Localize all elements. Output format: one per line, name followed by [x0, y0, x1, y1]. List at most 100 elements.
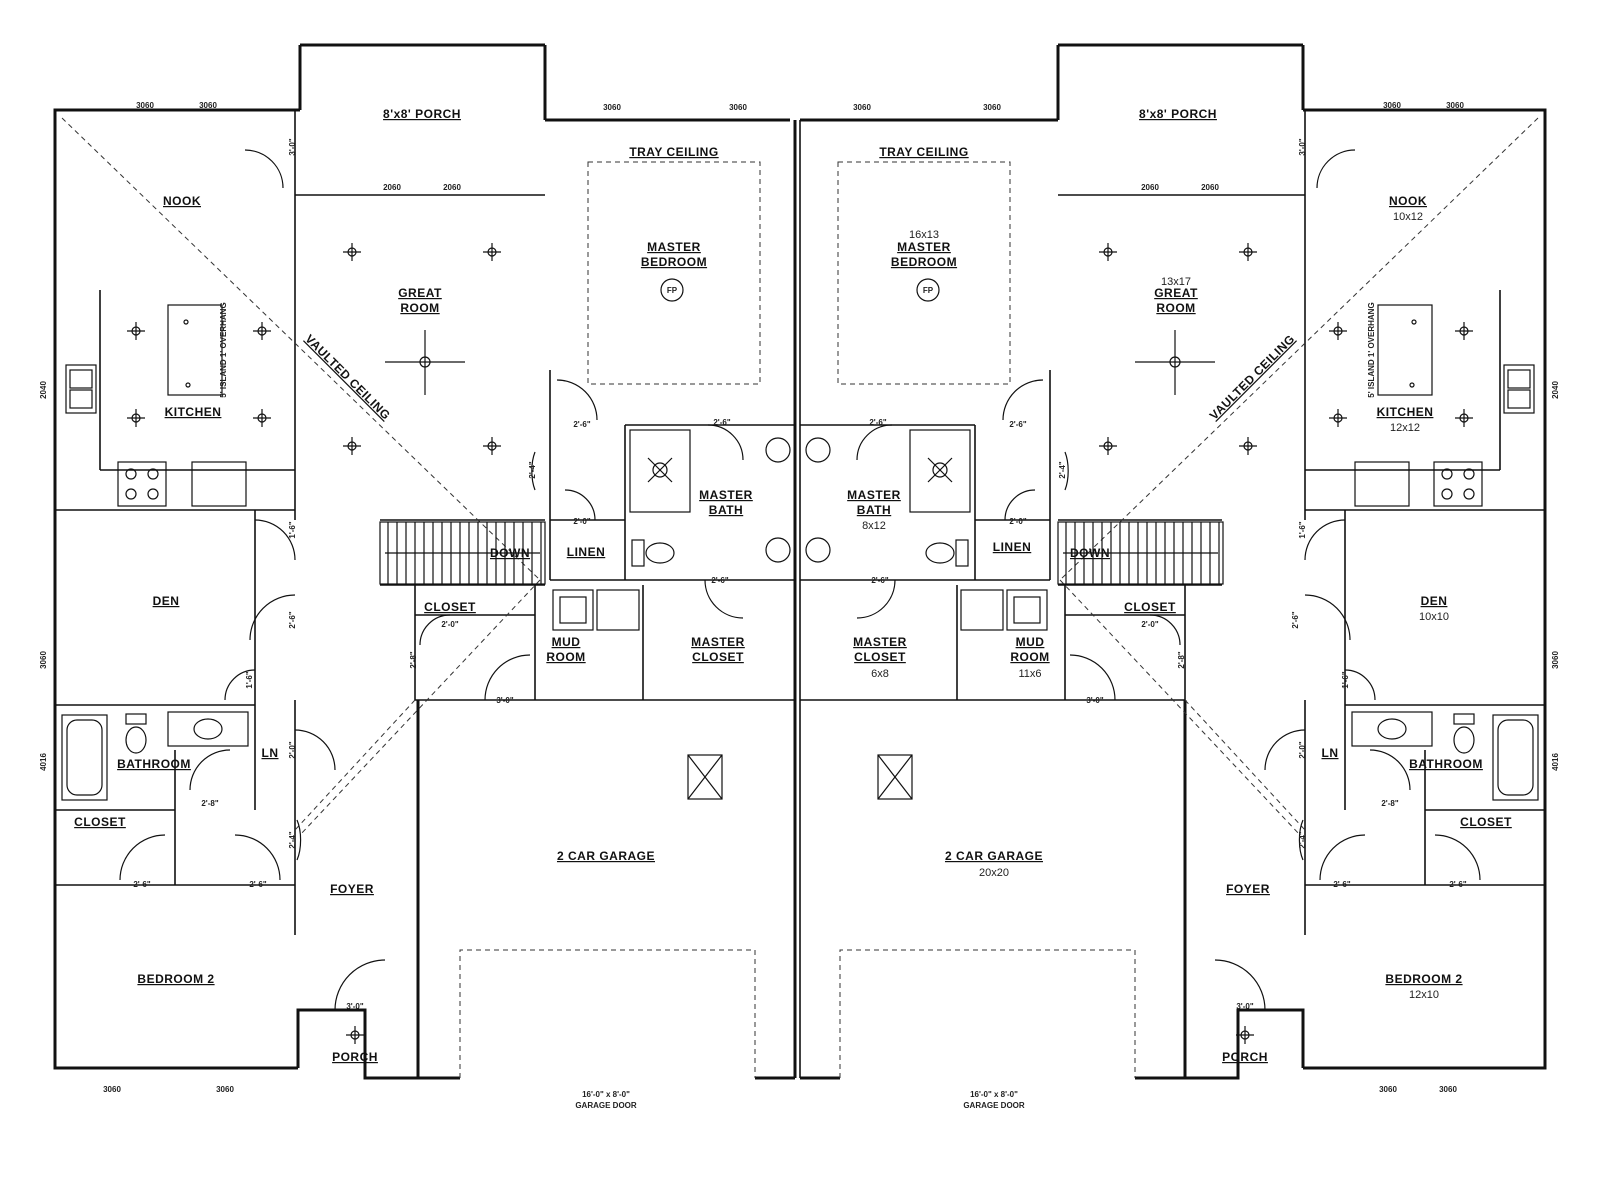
master-closet-label-1: MASTER — [691, 635, 745, 649]
island-left — [167, 304, 223, 396]
svg-text:3060: 3060 — [103, 1085, 121, 1094]
door-tags: 2'-6" 2'-6" 2'-0" 2'-6" 2'-0" 3'-0" 2'-8… — [133, 138, 1466, 1011]
svg-text:3060: 3060 — [729, 103, 747, 112]
light-icon — [1099, 243, 1117, 261]
garage-size: 20x20 — [979, 867, 1009, 879]
attic-hatch-left — [687, 754, 723, 800]
fireplace-left: FP — [660, 278, 684, 302]
great-room-label-2: ROOM — [400, 301, 439, 315]
master-bedroom-label-2: BEDROOM — [641, 255, 707, 269]
refrigerator-left — [191, 461, 247, 507]
mud-room-label-1: MUD — [552, 635, 581, 649]
svg-text:2'-6": 2'-6" — [573, 420, 590, 429]
svg-text:4016: 4016 — [39, 753, 48, 771]
bathtub-left — [61, 714, 108, 801]
mud-room-label-2: ROOM — [546, 650, 585, 664]
svg-text:3060: 3060 — [1551, 651, 1560, 669]
light-icon — [253, 409, 271, 427]
nook-label: NOOK — [1389, 194, 1427, 208]
svg-text:2'-8": 2'-8" — [409, 651, 418, 668]
master-bath-label-2: BATH — [709, 503, 743, 517]
svg-text:2'-8": 2'-8" — [1381, 799, 1398, 808]
great-room-label-2: ROOM — [1156, 301, 1195, 315]
labels-left-unit: 8'x8' PORCH TRAY CEILING NOOK GREAT ROOM… — [74, 107, 752, 1110]
svg-text:3060: 3060 — [853, 103, 871, 112]
master-closet-label-2: CLOSET — [692, 650, 744, 664]
shower-left — [629, 429, 691, 513]
svg-text:2'-0": 2'-0" — [1009, 517, 1026, 526]
down-label: DOWN — [490, 546, 530, 560]
svg-text:3'-0": 3'-0" — [1086, 696, 1103, 705]
bathroom-label: BATHROOM — [1409, 757, 1483, 771]
porch-bottom-label: PORCH — [332, 1050, 378, 1064]
bathroom-label: BATHROOM — [117, 757, 191, 771]
svg-text:2'-4": 2'-4" — [288, 831, 297, 848]
laundry-left — [552, 589, 640, 631]
ceiling-fan-right — [1135, 330, 1215, 395]
svg-text:3060: 3060 — [1446, 101, 1464, 110]
svg-text:2'-0": 2'-0" — [441, 620, 458, 629]
svg-text:3'-0": 3'-0" — [1236, 1002, 1253, 1011]
tray-ceiling-label: TRAY CEILING — [879, 145, 968, 159]
den-label: DEN — [153, 594, 180, 608]
svg-text:2'-0": 2'-0" — [573, 517, 590, 526]
svg-text:FP: FP — [667, 286, 678, 295]
svg-text:3060: 3060 — [603, 103, 621, 112]
garage-label: 2 CAR GARAGE — [945, 849, 1043, 863]
light-icon — [1239, 243, 1257, 261]
range-left — [117, 461, 167, 507]
nook-label: NOOK — [163, 194, 201, 208]
svg-text:3060: 3060 — [1379, 1085, 1397, 1094]
svg-text:3060: 3060 — [39, 651, 48, 669]
svg-text:2'-6": 2'-6" — [288, 611, 297, 628]
svg-text:2'-6": 2'-6" — [711, 576, 728, 585]
foyer-label: FOYER — [1226, 882, 1270, 896]
svg-text:3'-0": 3'-0" — [346, 1002, 363, 1011]
great-room-label-1: GREAT — [398, 286, 442, 300]
light-icon — [483, 243, 501, 261]
svg-text:3'-0": 3'-0" — [1298, 138, 1307, 155]
svg-text:2060: 2060 — [383, 183, 401, 192]
garage-door-size: 16'-0" x 8'-0" — [970, 1090, 1018, 1099]
svg-text:1'-6": 1'-6" — [1341, 671, 1350, 688]
master-bath-size: 8x12 — [862, 520, 886, 532]
bathtub-right — [1492, 714, 1539, 801]
svg-text:2'-6": 2'-6" — [1333, 880, 1350, 889]
great-room-label-1: GREAT — [1154, 286, 1198, 300]
ln-label: LN — [262, 746, 279, 760]
svg-text:2'-4": 2'-4" — [1058, 461, 1067, 478]
light-icon — [343, 437, 361, 455]
svg-text:2060: 2060 — [1201, 183, 1219, 192]
svg-text:2'-0": 2'-0" — [288, 741, 297, 758]
ln-label: LN — [1322, 746, 1339, 760]
light-icon — [1455, 322, 1473, 340]
svg-text:3'-0": 3'-0" — [496, 696, 513, 705]
closet-label: CLOSET — [74, 815, 126, 829]
svg-text:2040: 2040 — [39, 381, 48, 399]
svg-text:2040: 2040 — [1551, 381, 1560, 399]
garage-door-label: GARAGE DOOR — [963, 1101, 1025, 1110]
garage-door-size: 16'-0" x 8'-0" — [582, 1090, 630, 1099]
svg-text:2'-8": 2'-8" — [1177, 651, 1186, 668]
den-size: 10x10 — [1419, 611, 1449, 623]
master-bedroom-size: 16x13 — [909, 229, 939, 241]
toilet-bath-right — [1453, 713, 1475, 754]
light-icon — [1329, 409, 1347, 427]
svg-text:2060: 2060 — [1141, 183, 1159, 192]
ceiling-fan-left — [385, 330, 465, 395]
light-icon — [253, 322, 271, 340]
nook-size: 10x12 — [1393, 211, 1423, 223]
down-label: DOWN — [1070, 546, 1110, 560]
light-icon — [127, 409, 145, 427]
svg-text:2'-8": 2'-8" — [201, 799, 218, 808]
stair-treads — [387, 522, 1220, 584]
svg-text:2060: 2060 — [443, 183, 461, 192]
mud-room-size: 11x6 — [1018, 668, 1041, 680]
svg-text:3'-0": 3'-0" — [288, 138, 297, 155]
master-bath-label-2: BATH — [857, 503, 891, 517]
kitchen-label: KITCHEN — [165, 405, 222, 419]
great-room-size: 13x17 — [1161, 276, 1191, 288]
kitchen-label: KITCHEN — [1377, 405, 1434, 419]
svg-text:2'-6": 2'-6" — [1009, 420, 1026, 429]
light-icon — [346, 1026, 364, 1044]
